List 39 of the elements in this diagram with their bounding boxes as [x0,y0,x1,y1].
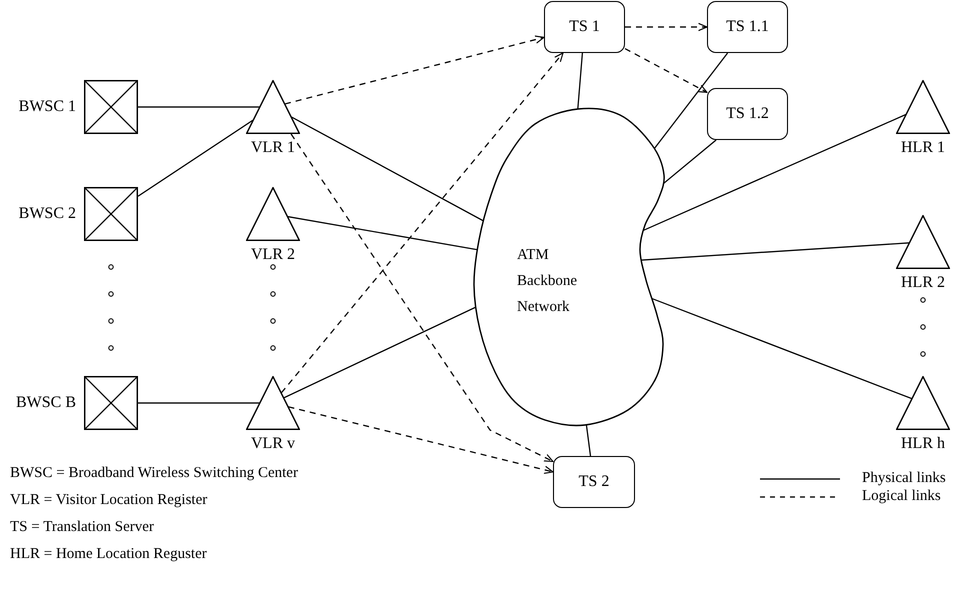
link-line [642,114,906,232]
node-label: HLR 2 [901,274,945,292]
link-line [641,242,910,261]
abbreviation-note: VLR = Visitor Location Register [10,492,208,509]
node-label: BWSC 1 [18,98,76,116]
link-line [288,216,478,250]
server-box: TS 1 [544,1,625,53]
abbreviation-note: BWSC = Broadband Wireless Switching Center [10,465,298,482]
link-line [291,116,484,222]
link-line [138,106,260,108]
dashed-link [290,134,554,462]
legend-label: Physical links [862,470,946,487]
dashed-link [280,52,564,394]
server-box: TS 1.1 [707,1,788,53]
dashed-link [624,48,708,93]
node-label: HLR h [901,435,945,453]
node-label: VLR v [251,435,295,453]
link-line [577,52,583,110]
node-label: BWSC B [16,394,76,412]
server-box: TS 2 [553,456,635,508]
node-label: BWSC 2 [18,205,76,223]
node-label: VLR 1 [251,139,295,157]
dashed-link [284,36,545,104]
abbreviation-note: HLR = Home Location Reguster [10,546,207,563]
cloud-label: ATM Backbone Network [517,246,578,317]
dashed-link [288,406,554,474]
server-box: TS 1.2 [707,88,788,140]
link-line [138,402,260,404]
node-label: HLR 1 [901,139,945,157]
link-line [138,120,254,197]
link-line [654,52,728,149]
link-line [652,298,912,400]
link-line [284,306,476,398]
dashed-link [625,22,708,32]
abbreviation-note: TS = Translation Server [10,519,154,536]
legend-label: Logical links [862,488,941,505]
link-line [586,424,592,456]
link-line [663,140,716,184]
node-label: VLR 2 [251,246,295,264]
